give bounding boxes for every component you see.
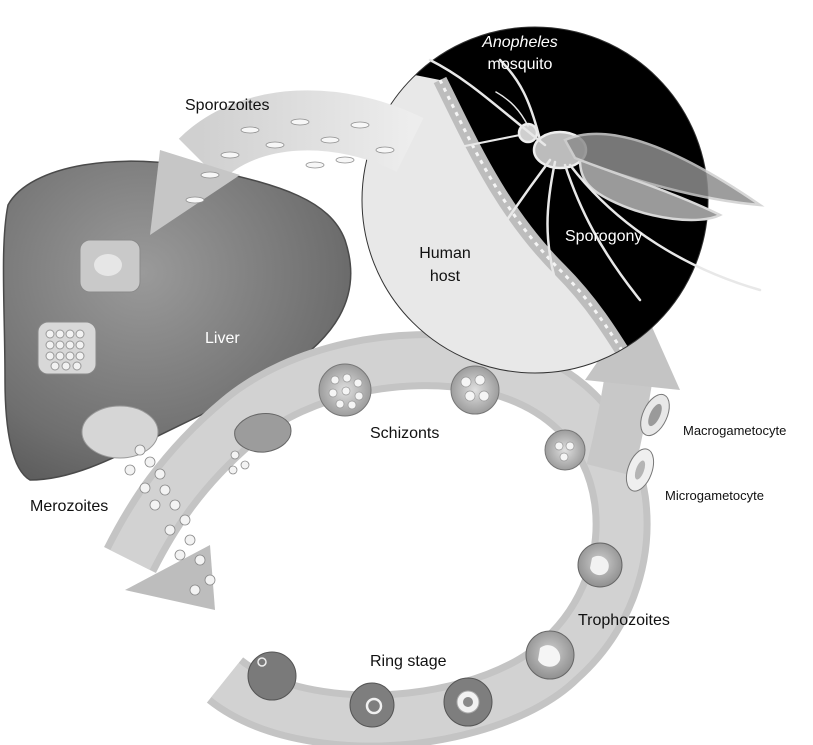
schizont-cell-2 (451, 366, 499, 414)
anopheles-genus-text: Anopheles (482, 34, 558, 51)
ring-stage-cell-3 (444, 678, 492, 726)
trophozoites-label: Trophozoites (578, 612, 670, 630)
ring-stage-label: Ring stage (370, 653, 447, 671)
trophozoite-cell-1 (578, 543, 622, 587)
schizonts-label: Schizonts (370, 425, 439, 443)
schizont-cell-3 (545, 430, 585, 470)
ring-stage-cell-2 (350, 683, 394, 727)
sporozoites-label: Sporozoites (185, 97, 270, 115)
schizont-cell-1 (319, 364, 371, 416)
liver-label: Liver (205, 330, 240, 348)
host-label: host (410, 268, 480, 286)
sporogony-label: Sporogony (565, 228, 642, 246)
ring-stage-cell-1 (248, 652, 296, 700)
mosquito-label: mosquito (470, 56, 570, 74)
trophozoite-cell-2 (526, 631, 574, 679)
anopheles-label: Anopheles (470, 34, 570, 52)
human-label: Human (410, 245, 480, 263)
macrogametocyte-label: Macrogametocyte (683, 423, 786, 438)
microgametocyte-label: Microgametocyte (665, 488, 764, 503)
merozoites-label: Merozoites (30, 498, 108, 516)
